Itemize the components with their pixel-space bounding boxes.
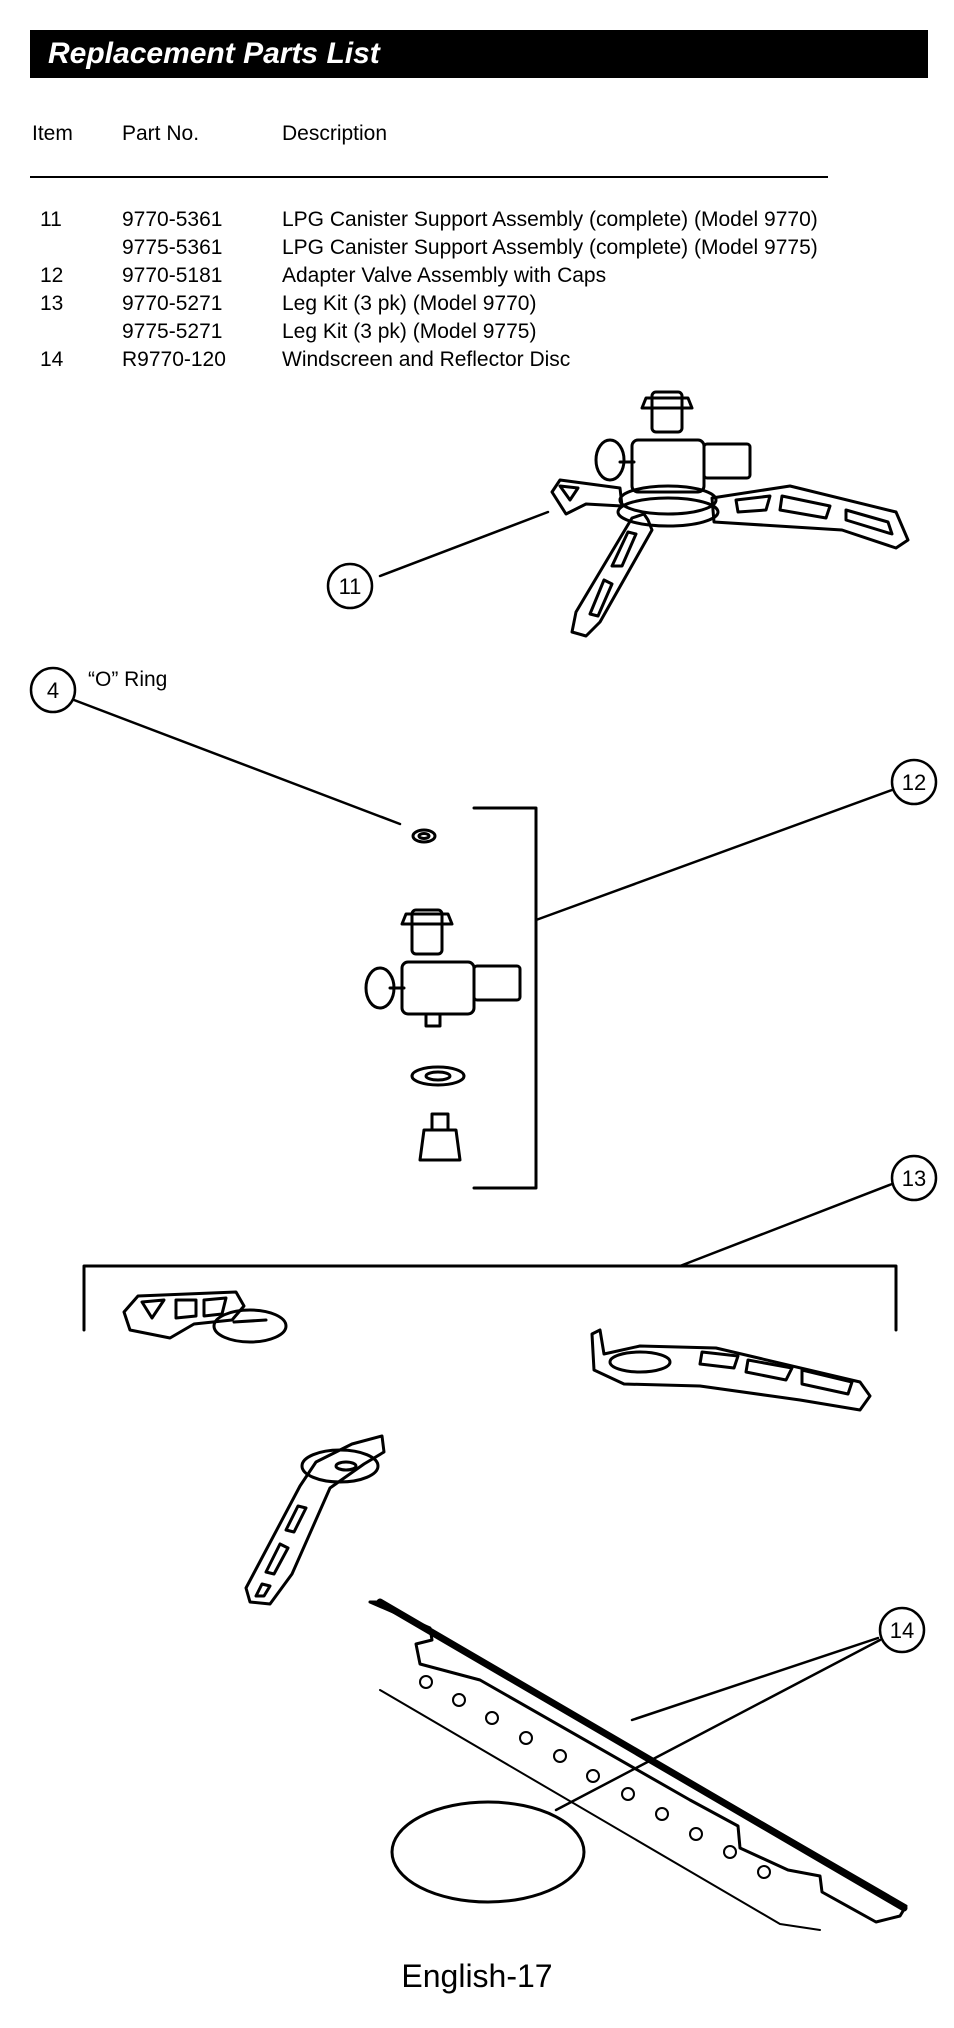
callout-circle-4 — [29, 666, 77, 714]
header-description: Description — [282, 122, 388, 145]
row-description: LPG Canister Support Assembly (complete)… — [282, 208, 818, 231]
row-description: Leg Kit (3 pk) (Model 9770) — [282, 292, 537, 315]
callout-11: 11 — [339, 574, 362, 599]
header-part-no: Part No. — [122, 122, 200, 145]
row-part-no: 9770-5181 — [122, 264, 223, 287]
row-description: Leg Kit (3 pk) (Model 9775) — [282, 320, 537, 343]
title-bar: Replacement Parts List — [30, 30, 928, 78]
callout-circle-13 — [890, 1154, 938, 1202]
callout-4: 4 — [47, 678, 59, 703]
row-item: 14 — [40, 348, 64, 371]
callout-12: 12 — [902, 770, 926, 795]
row-part-no: R9770-120 — [122, 348, 226, 371]
row-description: LPG Canister Support Assembly (complete)… — [282, 236, 818, 259]
row-part-no: 9775-5361 — [122, 236, 223, 259]
row-part-no: 9775-5271 — [122, 320, 223, 343]
row-description: Adapter Valve Assembly with Caps — [282, 264, 607, 287]
row-part-no: 9770-5361 — [122, 208, 223, 231]
windscreen-illustration — [368, 1598, 908, 1931]
o-ring-label: “O” Ring — [88, 668, 168, 691]
row-item: 12 — [40, 264, 64, 287]
leg-kit-illustration — [122, 1290, 872, 1606]
row-item: 11 — [40, 208, 62, 231]
callout-circle-14 — [878, 1606, 926, 1654]
row-item: 13 — [40, 292, 64, 315]
adapter-valve-illustration — [364, 828, 522, 1162]
header-rule — [30, 176, 828, 178]
page-footer: English-17 — [401, 1958, 553, 1994]
callout-13: 13 — [902, 1166, 926, 1191]
callout-circle-12 — [890, 758, 938, 806]
row-part-no: 9770-5271 — [122, 292, 223, 315]
header-item: Item — [32, 122, 73, 145]
page-title: Replacement Parts List — [48, 37, 380, 70]
canister-support-illustration — [550, 390, 910, 638]
row-description: Windscreen and Reflector Disc — [282, 348, 571, 371]
callout-14: 14 — [890, 1618, 914, 1643]
callout-circle-11 — [326, 562, 374, 610]
